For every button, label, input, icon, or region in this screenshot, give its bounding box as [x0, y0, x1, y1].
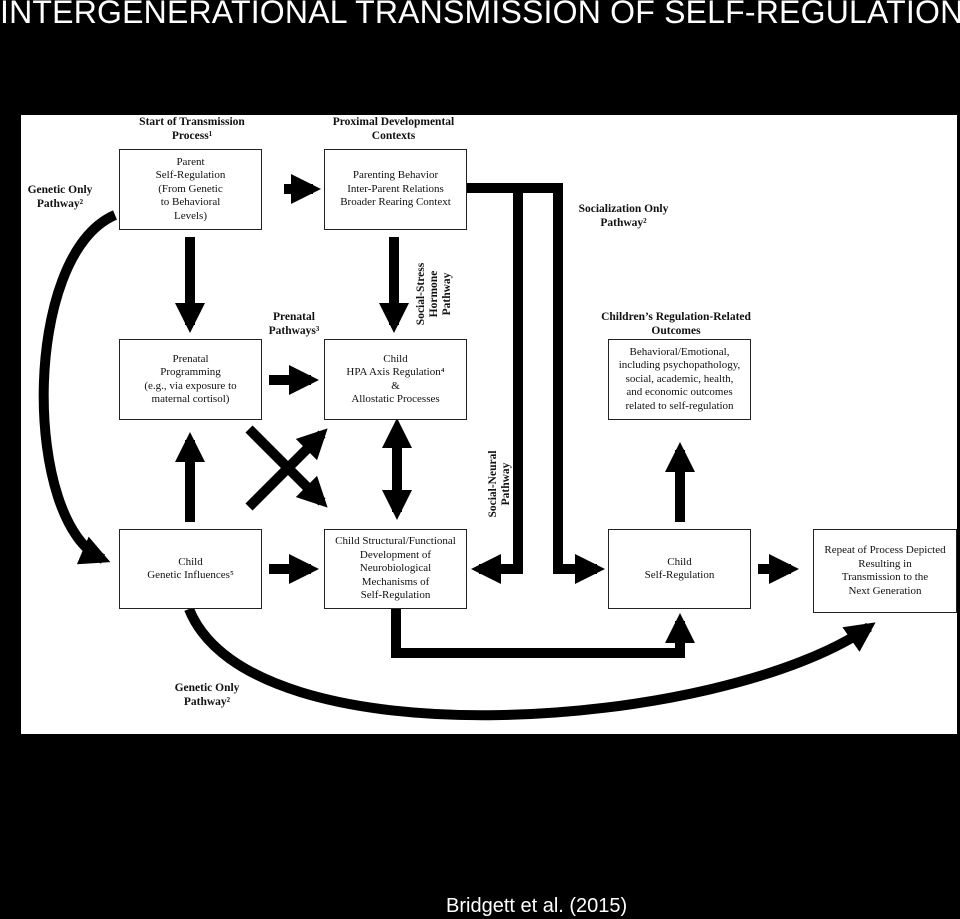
box-genetic-text: Child Genetic Influences⁵ [147, 555, 234, 582]
box-prenatal-programming: Prenatal Programming (e.g., via exposure… [119, 339, 262, 420]
header-outcomes: Children’s Regulation-Related Outcomes [601, 311, 751, 337]
box-hpa-text: Child HPA Axis Regulation⁴ & Allostatic … [346, 352, 445, 406]
label-social-neural-pathway: Social-Neural Pathway [487, 450, 512, 518]
diagram-arrows [38, 174, 876, 721]
box-repeat-text: Repeat of Process Depicted Resulting in … [824, 544, 946, 597]
box-outcomes-text: Behavioral/Emotional, including psychopa… [618, 345, 741, 412]
box-repeat-process: Repeat of Process Depicted Resulting in … [813, 529, 957, 613]
diagram-figure: Start of Transmission Process¹ Proximal … [21, 115, 957, 734]
label-genetic-only-pathway-top: Genetic Only Pathway² [27, 184, 93, 210]
box-proximal-contexts: Parenting Behavior Inter-Parent Relation… [324, 149, 467, 230]
box-child-self-regulation: Child Self-Regulation [608, 529, 751, 609]
label-prenatal-pathways: Prenatal Pathways³ [268, 311, 320, 337]
label-social-stress-pathway: Social-Stress Hormone Pathway [415, 262, 453, 326]
arrow-genetic-only-pathway-bottom [184, 607, 876, 721]
arrow-prenatal-to-neuro [245, 425, 328, 508]
box-hpa-axis: Child HPA Axis Regulation⁴ & Allostatic … [324, 339, 467, 420]
label-genetic-only-pathway-bottom: Genetic Only Pathway² [174, 682, 240, 708]
arrow-socialization-only-pathway [518, 183, 605, 584]
label-socialization-only-pathway: Socialization Only Pathway² [578, 203, 669, 229]
box-parent-self-regulation: Parent Self-Regulation (From Genetic to … [119, 149, 262, 230]
box-contexts-text: Parenting Behavior Inter-Parent Relation… [340, 169, 451, 209]
box-neuro-text: Child Structural/Functional Development … [335, 535, 456, 602]
slide-title: INTERGENERATIONAL TRANSMISSION OF SELF-R… [0, 0, 960, 30]
box-parent-text: Parent Self-Regulation (From Genetic to … [155, 155, 226, 222]
box-child-genetic-influences: Child Genetic Influences⁵ [119, 529, 262, 609]
box-outcomes: Behavioral/Emotional, including psychopa… [608, 339, 751, 420]
box-child-selfreg-text: Child Self-Regulation [644, 555, 715, 582]
citation: Bridgett et al. (2015) [446, 895, 628, 917]
arrow-genetic-only-pathway-top [38, 210, 118, 565]
header-start-of-transmission: Start of Transmission Process¹ [139, 116, 245, 142]
header-proximal-contexts: Proximal Developmental Contexts [332, 116, 455, 142]
box-neurobiological-development: Child Structural/Functional Development … [324, 529, 467, 609]
box-prenatal-text: Prenatal Programming (e.g., via exposure… [144, 352, 237, 406]
arrow-social-neural-pathway [464, 183, 523, 584]
arrow-neuro-to-child-selfreg [391, 609, 695, 658]
